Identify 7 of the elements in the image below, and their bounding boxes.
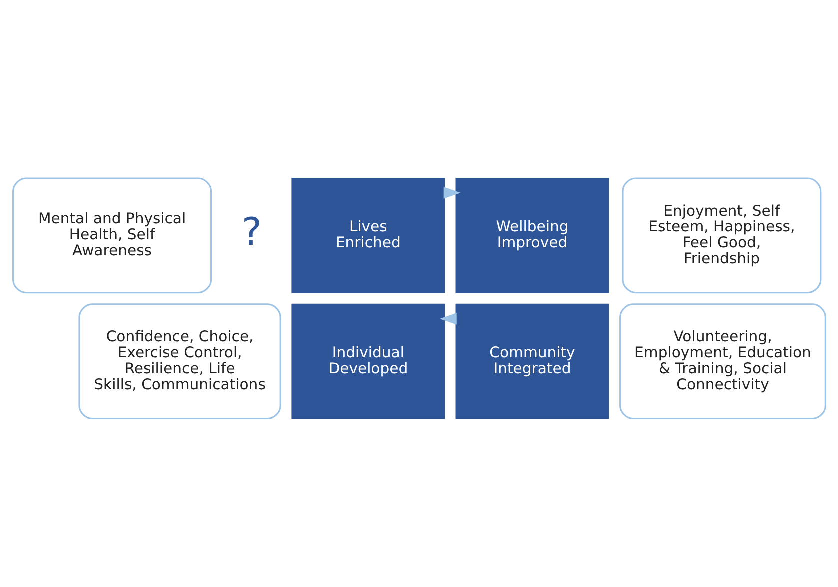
node-box: Volunteering, Employment, Education & Training, Social Connectivity (619, 304, 826, 420)
node-box: Enjoyment, Self Esteem, Happiness, Feel Good, Friendship (622, 178, 822, 294)
node-box: Confidence, Choice, Exercise Control, Resilience, Life Skills, Communications (78, 304, 281, 420)
node-box: Mental and Physical Health, Self Awareness (12, 178, 212, 294)
label: ? (241, 210, 262, 254)
node-box: Individual Developed (291, 304, 445, 420)
node-box: Wellbeing Improved (455, 178, 609, 294)
